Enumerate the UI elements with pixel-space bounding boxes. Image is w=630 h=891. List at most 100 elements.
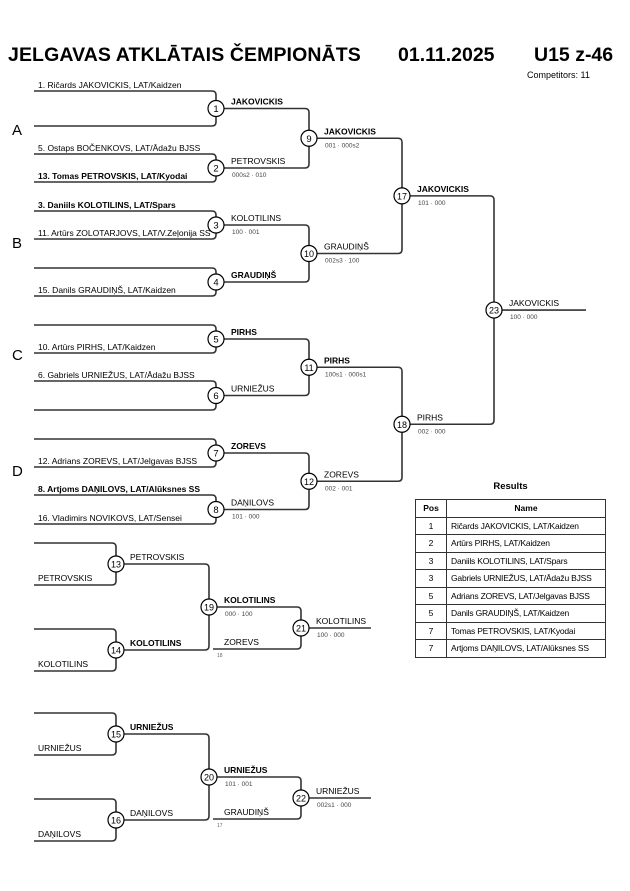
- match-winner-1: JAKOVICKIS: [231, 97, 283, 107]
- rep-winner-13: PETROVSKIS: [130, 552, 185, 562]
- entrant-name: 3. Daniils KOLOTILINS, LAT/Spars: [38, 200, 176, 210]
- match-circle-10: [300, 244, 318, 263]
- match-circle-7: [207, 444, 225, 462]
- result-name: Ričards JAKOVICKIS, LAT/Kaidzen: [446, 516, 606, 535]
- rep-round1-line: [124, 607, 210, 651]
- entrant-line: [34, 331, 217, 354]
- match-score-12: 002 · 001: [325, 485, 353, 492]
- entrant-line: [34, 153, 217, 160]
- rep-round1-line: [124, 777, 210, 821]
- round2-line: [317, 195, 403, 255]
- results-header-pos: Pos: [415, 499, 447, 518]
- round1-line: [224, 253, 310, 283]
- match-circle-12-number: 12: [304, 477, 314, 487]
- match-score-11: 100s1 · 000s1: [325, 371, 367, 378]
- entrant-line: [34, 210, 217, 217]
- round1-line: [224, 452, 310, 482]
- match-circle-19: [200, 598, 218, 616]
- results-header-name: Name: [446, 499, 606, 518]
- result-pos: 5: [415, 586, 447, 605]
- match-winner-11: PIRHS: [324, 355, 350, 365]
- entrant-name: 13. Tomas PETROVSKIS, LAT/Kyodai: [38, 171, 187, 181]
- match-circle-22: [292, 789, 310, 807]
- result-pos: 3: [415, 569, 447, 588]
- match-circle-2: [207, 159, 225, 177]
- round1-line: [224, 481, 310, 511]
- entrant-line: [34, 274, 217, 297]
- result-pos: 5: [415, 604, 447, 623]
- result-pos: 1: [415, 516, 447, 535]
- match-winner-4: GRAUDIŅŠ: [231, 269, 277, 280]
- match-circle-9: [300, 129, 318, 147]
- match-winner-7: ZOREVS: [231, 441, 266, 451]
- result-name: Artjoms DAŅILOVS, LAT/Alūksnes SS: [446, 639, 606, 658]
- match-score-10: 002s3 · 100: [325, 258, 360, 265]
- result-pos: 2: [415, 534, 447, 553]
- match-circle-10-number: 10: [304, 249, 314, 259]
- match-circle-3: [207, 216, 225, 234]
- match-circle-18-number: 18: [397, 420, 407, 430]
- match-winner-12: ZOREVS: [324, 469, 359, 479]
- entrant-line: [34, 90, 217, 101]
- match-winner-2: PETROVSKIS: [231, 156, 286, 166]
- match-winner-9: JAKOVICKIS: [324, 126, 376, 136]
- match-circle-7-number: 7: [213, 449, 218, 460]
- entrant-name: 8. Artjoms DAŅILOVS, LAT/Alūksnes SS: [38, 484, 200, 494]
- entrant-line: [34, 267, 217, 274]
- round1-line: [224, 224, 310, 254]
- result-name: Adrians ZOREVS, LAT/Jelgavas BJSS: [446, 586, 606, 605]
- rep-crossover-line: [213, 798, 302, 820]
- rep-crossover-source: 17: [217, 823, 223, 829]
- round1-line: [224, 338, 310, 368]
- match-winner-3: KOLOTILINS: [231, 213, 281, 223]
- entrant-line: [34, 387, 217, 411]
- match-score-23: 100 · 000: [510, 314, 538, 321]
- entrant-line: [34, 494, 217, 502]
- entrant-name: 16. Vladimirs NOVIKOVS, LAT/Sensei: [38, 513, 182, 523]
- rep-winner-21: KOLOTILINS: [316, 616, 366, 626]
- rep-score-19: 000 · 100: [225, 611, 253, 618]
- rep-score-22: 002s1 · 000: [317, 802, 352, 809]
- rep-entrant-line: [34, 542, 117, 564]
- rep-winner-20: URNIEŽUS: [224, 764, 268, 775]
- rep-entrant-line: [34, 564, 117, 586]
- match-circle-17-number: 17: [397, 191, 407, 201]
- match-winner-17: JAKOVICKIS: [417, 184, 469, 194]
- match-circle-23-number: 23: [489, 306, 499, 316]
- rep-crossover-line: [213, 628, 302, 650]
- entrant-name: 12. Adrians ZOREVS, LAT/Jelgavas BJSS: [38, 456, 197, 466]
- rep-entrant-line: [34, 712, 117, 734]
- entrant-name: 5. Ostaps BOČENKOVS, LAT/Ādažu BJSS: [38, 143, 201, 153]
- match-circle-22-number: 22: [296, 794, 306, 804]
- result-pos: 7: [415, 639, 447, 658]
- rep-entrant-line: [34, 820, 117, 842]
- round1-line: [224, 367, 310, 397]
- match-circle-17: [393, 187, 411, 205]
- match-circle-5-number: 5: [213, 335, 218, 346]
- round1-line: [224, 107, 310, 139]
- match-circle-23: [485, 301, 503, 319]
- match-circle-5: [207, 330, 225, 348]
- round2-line: [317, 137, 403, 196]
- round2-line: [317, 366, 403, 425]
- entrant-line: [34, 100, 217, 127]
- entrant-line: [34, 438, 217, 445]
- match-score-9: 001 · 000s2: [325, 142, 360, 149]
- pool-label-b: B: [12, 235, 22, 252]
- match-circle-16-number: 16: [111, 816, 121, 826]
- match-winner-6: URNIEŽUS: [231, 384, 275, 394]
- match-circle-11: [300, 358, 318, 376]
- result-name: Danils GRAUDIŅŠ, LAT/Kaidzen: [446, 604, 606, 623]
- rep-winner-15: URNIEŽUS: [130, 721, 174, 732]
- match-circle-8-number: 8: [213, 505, 218, 516]
- match-winner-18: PIRHS: [417, 412, 443, 422]
- match-circle-6-number: 6: [213, 391, 218, 402]
- rep-winner-16: DAŅILOVS: [130, 808, 173, 818]
